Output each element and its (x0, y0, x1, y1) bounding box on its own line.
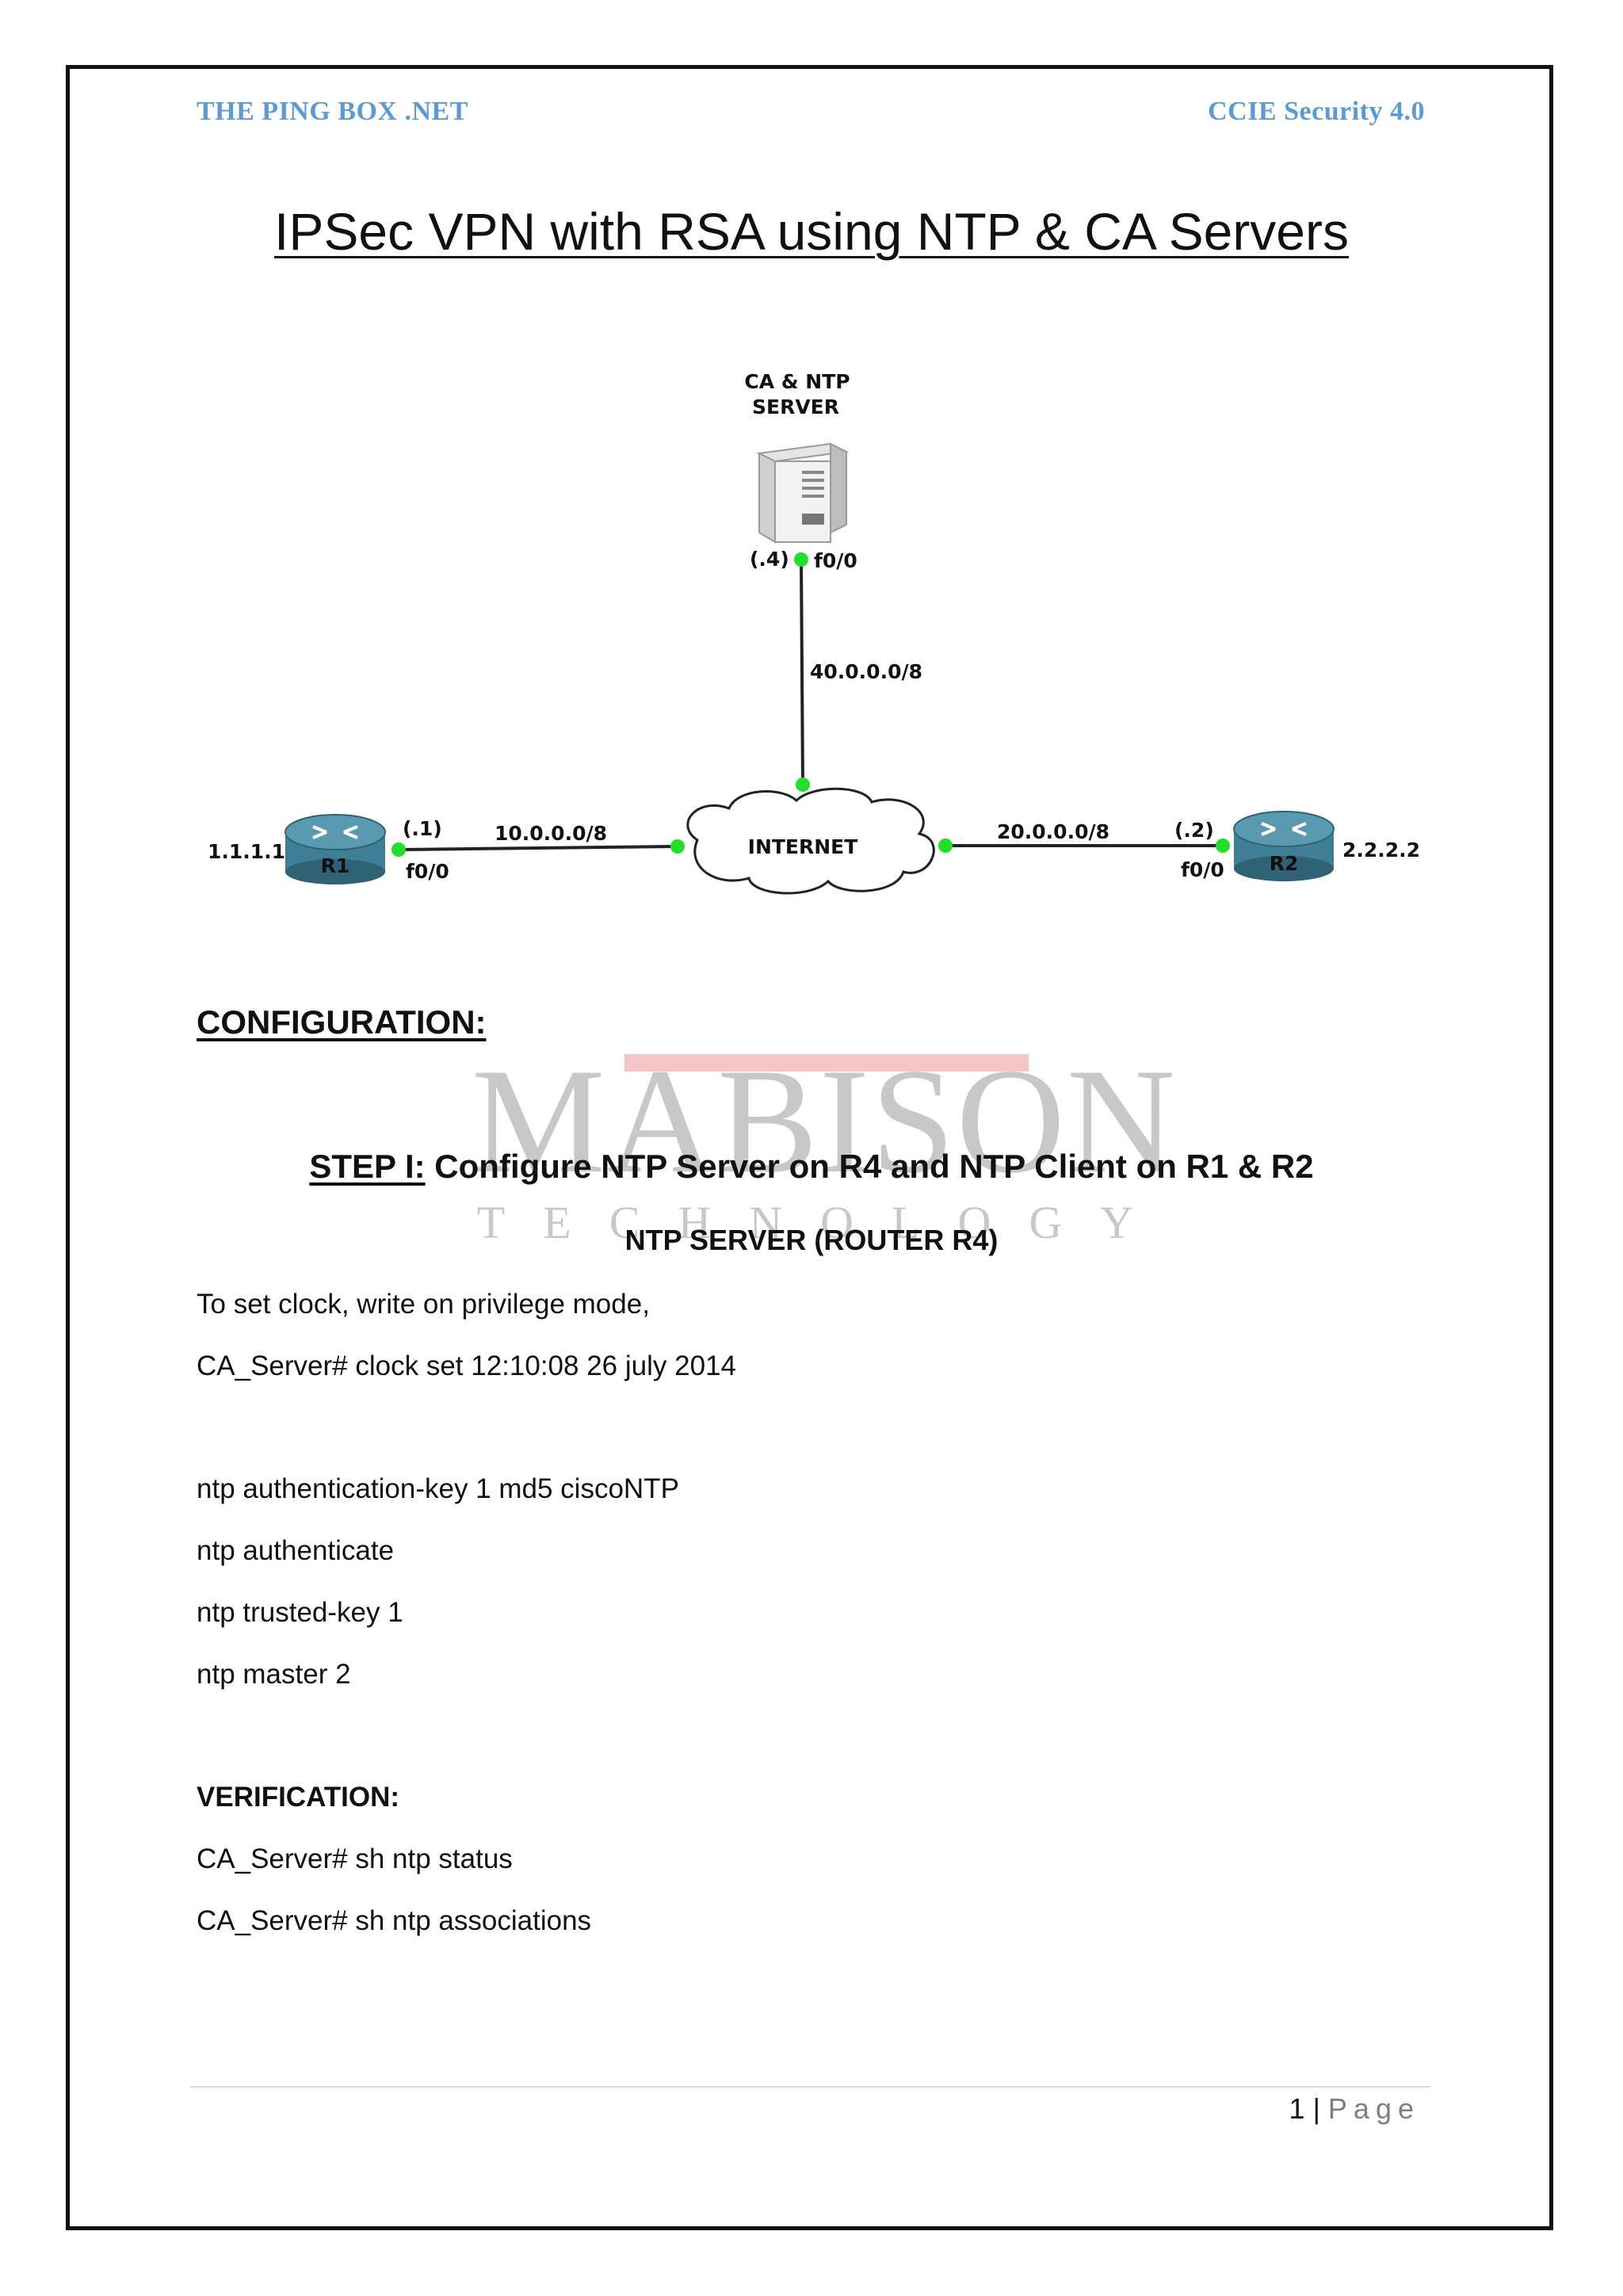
page-footer: 1|Page (1289, 2092, 1420, 2126)
body-line: To set clock, write on privilege mode, (197, 1289, 650, 1320)
body-line: CA_Server# clock set 12:10:08 26 july 20… (197, 1350, 736, 1381)
page-border (66, 65, 1553, 2230)
step-prefix: STEP I: (309, 1148, 426, 1185)
step-text: Configure NTP Server on R4 and NTP Clien… (425, 1148, 1314, 1185)
body-line: ntp trusted-key 1 (197, 1597, 403, 1628)
page-word: Page (1327, 2092, 1420, 2125)
footer-separator: | (1312, 2092, 1320, 2125)
page-title: IPSec VPN with RSA using NTP & CA Server… (274, 202, 1349, 261)
footer-rule (190, 2086, 1430, 2088)
body-line: ntp authenticate (197, 1535, 395, 1566)
body-line: ntp master 2 (197, 1659, 351, 1690)
verification-line: CA_Server# sh ntp associations (197, 1905, 592, 1936)
header-left: THE PING BOX .NET (197, 97, 468, 126)
verification-line: CA_Server# sh ntp status (197, 1843, 513, 1874)
step-heading: STEP I: Configure NTP Server on R4 and N… (0, 1148, 1623, 1186)
page-number: 1 (1289, 2092, 1305, 2125)
body-line: ntp authentication-key 1 md5 ciscoNTP (197, 1473, 679, 1504)
section-title: CONFIGURATION: (197, 1003, 487, 1041)
subheading: NTP SERVER (ROUTER R4) (624, 1224, 999, 1256)
verification-heading: VERIFICATION: (197, 1782, 400, 1813)
header-right: CCIE Security 4.0 (1208, 97, 1425, 126)
